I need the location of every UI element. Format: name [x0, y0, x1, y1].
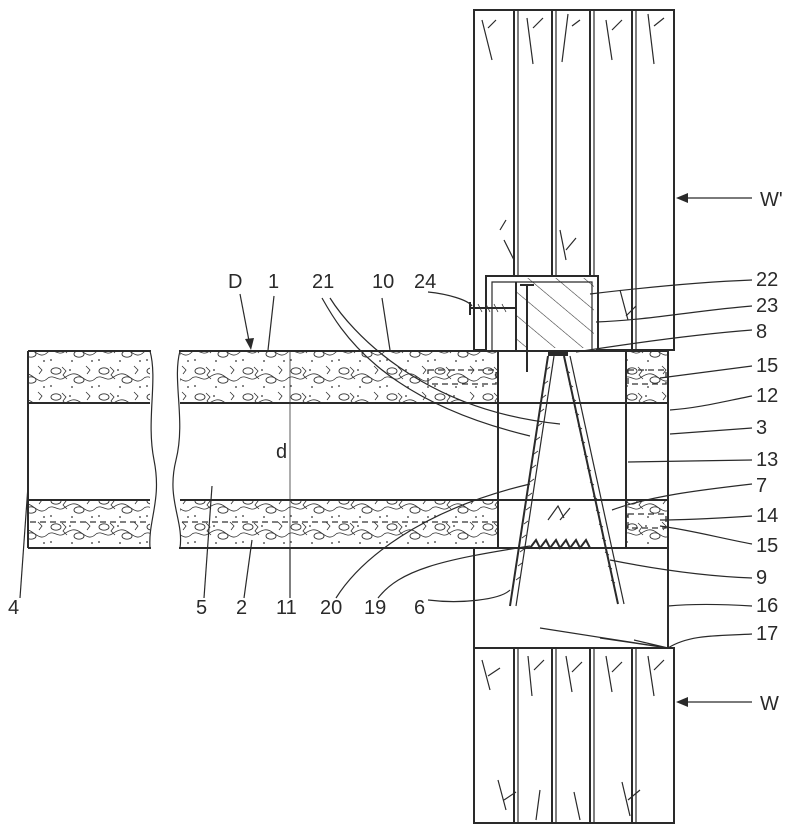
label-12: 12 — [756, 385, 778, 407]
label-15-top: 15 — [756, 355, 778, 377]
label-24: 24 — [414, 271, 436, 293]
label-19: 19 — [364, 597, 386, 619]
label-3: 3 — [756, 417, 767, 439]
label-w-prime: W' — [760, 189, 783, 211]
label-d: D — [228, 271, 242, 293]
label-6: 6 — [414, 597, 425, 619]
label-8: 8 — [756, 321, 767, 343]
label-17: 17 — [756, 623, 778, 645]
leader-lines — [19, 193, 753, 707]
label-4: 4 — [8, 597, 19, 619]
label-13: 13 — [756, 449, 778, 471]
label-22: 22 — [756, 269, 778, 291]
label-14: 14 — [756, 505, 778, 527]
label-9: 9 — [756, 567, 767, 589]
label-d-dimension: d — [276, 441, 287, 463]
label-23: 23 — [756, 295, 778, 317]
label-7: 7 — [756, 475, 767, 497]
reference-labels: W' W D 1 21 10 24 22 23 8 15 12 3 13 d 7… — [8, 189, 783, 715]
label-5: 5 — [196, 597, 207, 619]
label-15-bottom: 15 — [756, 535, 778, 557]
connector-bracket — [469, 275, 599, 372]
label-10: 10 — [372, 271, 394, 293]
label-16: 16 — [756, 595, 778, 617]
label-20: 20 — [320, 597, 342, 619]
label-w: W — [760, 693, 779, 715]
label-11: 11 — [276, 597, 297, 619]
tension-rods — [509, 355, 625, 607]
lower-wall-w — [473, 547, 675, 824]
label-1: 1 — [268, 271, 279, 293]
ceiling-element-d — [27, 345, 669, 555]
label-2: 2 — [236, 597, 247, 619]
label-21: 21 — [312, 271, 334, 293]
